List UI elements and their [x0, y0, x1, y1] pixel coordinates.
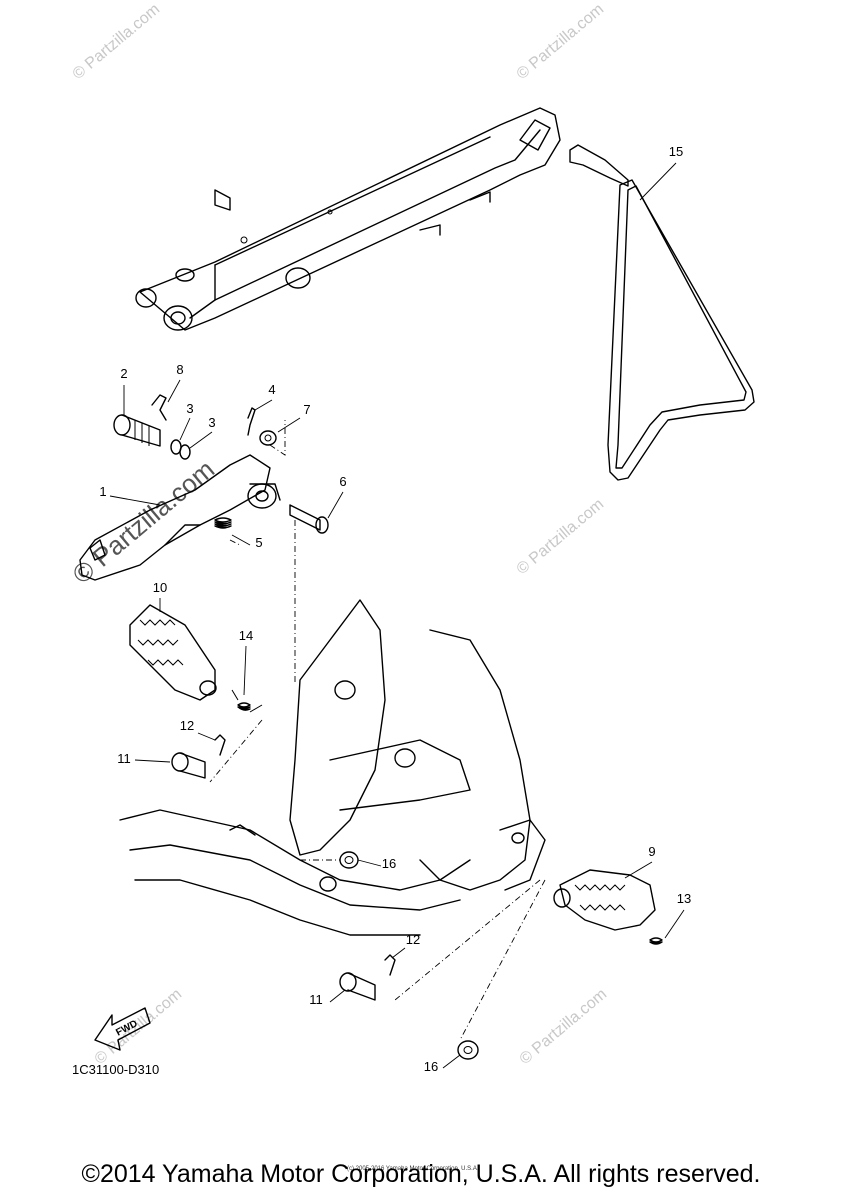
- assembly-lines: [209, 420, 546, 1041]
- callout-3: 3: [186, 401, 193, 416]
- washer-upper: [339, 851, 359, 869]
- footrest-left: [129, 604, 217, 701]
- callout-14: 14: [239, 628, 253, 643]
- footrest-spring: [231, 689, 263, 713]
- callout-5: 5: [255, 535, 262, 550]
- callout-11: 11: [309, 992, 323, 1007]
- watermark: © Partzilla.com: [70, 1, 164, 83]
- small-copyright: (c) 2005-2016 Yamaha Motor Corporation, …: [347, 1166, 479, 1172]
- bolt: [289, 504, 329, 534]
- watermark: © Partzilla.com: [514, 1, 608, 83]
- callout-12: 12: [406, 932, 420, 947]
- callout-3: 3: [208, 415, 215, 430]
- washer-lower: [457, 1040, 479, 1060]
- callout-7: 7: [303, 402, 310, 417]
- watermarks: © Partzilla.com © Partzilla.com © Partzi…: [67, 1, 611, 1068]
- frame: [119, 599, 546, 936]
- pivot-hardware: [113, 394, 277, 460]
- diagram-code: 1C31100-D310: [72, 1062, 159, 1077]
- watermark: © Partzilla.com: [514, 496, 608, 578]
- callout-16: 16: [382, 856, 396, 871]
- watermark-bold: © Partzilla.com: [67, 454, 220, 590]
- callout-2: 2: [120, 366, 127, 381]
- swing-arm: [135, 107, 561, 331]
- callout-6: 6: [339, 474, 346, 489]
- copyright-notice: ©2014 Yamaha Motor Corporation, U.S.A. A…: [81, 1160, 761, 1188]
- footrest-right: [553, 869, 656, 931]
- callout-16: 16: [424, 1059, 438, 1074]
- spring-13: [649, 937, 663, 945]
- watermark: © Partzilla.com: [517, 986, 611, 1068]
- callout-15: 15: [669, 144, 683, 159]
- leader-lines: [109, 162, 685, 1069]
- return-spring: [214, 517, 232, 529]
- callout-4: 4: [268, 382, 275, 397]
- callout-10: 10: [153, 580, 167, 595]
- callout-11: 11: [117, 751, 131, 766]
- callout-8: 8: [176, 362, 183, 377]
- callout-13: 13: [677, 891, 691, 906]
- pin-lower: [339, 954, 396, 1001]
- callout-1: 1: [99, 484, 106, 499]
- callout-9: 9: [648, 844, 655, 859]
- stand: [569, 144, 755, 481]
- callout-12: 12: [180, 718, 194, 733]
- brake-pedal: [79, 454, 281, 581]
- pin-upper: [171, 734, 226, 779]
